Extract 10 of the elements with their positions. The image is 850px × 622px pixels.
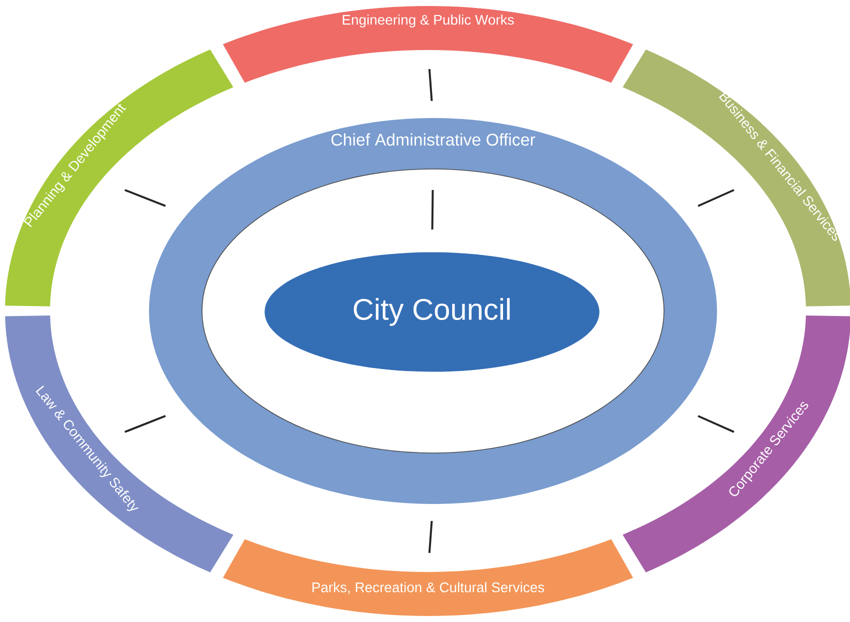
connector-line	[698, 415, 734, 433]
connector-line	[124, 415, 166, 433]
connector-line	[124, 189, 166, 207]
department-band: Engineering & Public Works	[222, 6, 634, 83]
department-band: Parks, Recreation & Cultural Services	[222, 539, 634, 616]
connector-line	[431, 190, 434, 230]
node-label: Chief Administrative Officer	[331, 133, 536, 146]
connector-line	[428, 520, 433, 554]
connector-line	[428, 68, 433, 102]
connector-line	[698, 189, 734, 207]
